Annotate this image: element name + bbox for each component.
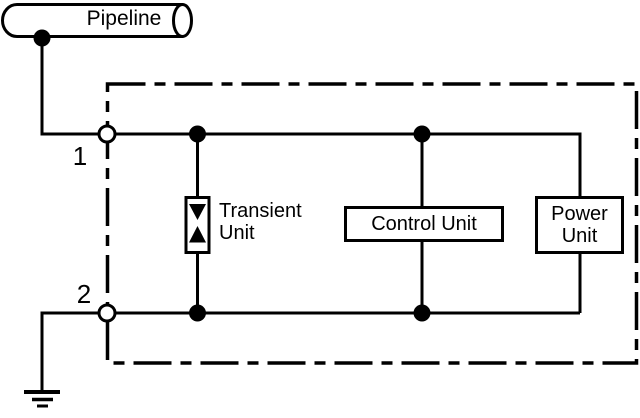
terminal-2-label: 2 <box>76 279 92 309</box>
pipeline-body <box>1 3 184 38</box>
wire-line2 <box>40 311 580 392</box>
enclosure-boundary <box>105 82 639 365</box>
junction-dot-pipeline <box>33 29 51 47</box>
terminal-circle-2 <box>97 303 117 323</box>
junction-dot-control-bottom <box>413 304 431 322</box>
control-unit-label: Control Unit <box>371 213 477 235</box>
wire-pipeline-to-terminal1 <box>40 38 107 136</box>
ground-icon <box>24 390 60 408</box>
transient-unit-label: Transient Unit <box>219 200 302 244</box>
triangle-up-icon <box>189 226 206 243</box>
junction-dot-transient-top <box>189 125 206 143</box>
terminal-1-label: 1 <box>72 141 88 171</box>
triangle-down-icon <box>189 204 206 220</box>
power-unit-label-line2: Unit <box>561 225 598 247</box>
transient-unit-label-line1: Transient <box>219 200 302 222</box>
pipeline-label: Pipeline <box>86 7 162 30</box>
pipeline-end-cap <box>172 3 193 38</box>
transient-unit-label-line2: Unit <box>219 222 255 244</box>
transient-arrester-icon <box>184 196 211 254</box>
terminal-circle-1 <box>97 124 117 144</box>
power-unit-label-line1: Power <box>551 203 608 225</box>
pipeline-symbol <box>1 3 193 38</box>
power-unit-box: Power Unit <box>535 196 624 254</box>
junction-dot-control-top <box>413 125 431 143</box>
junction-dot-transient-bottom <box>189 304 206 322</box>
control-unit-box: Control Unit <box>344 206 504 242</box>
